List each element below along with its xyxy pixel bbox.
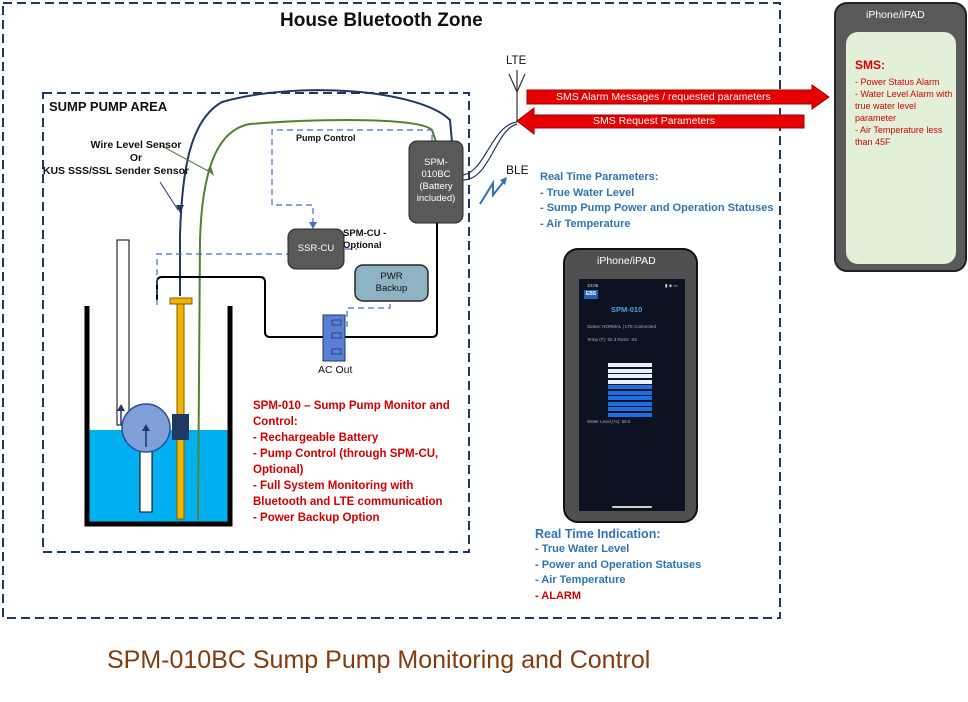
level-bar xyxy=(608,412,652,417)
pump-power-cord xyxy=(156,276,323,338)
level-bar xyxy=(608,407,652,411)
level-sensor-rod xyxy=(176,303,185,520)
sms-title: SMS: xyxy=(855,58,885,72)
list-item: - True Water Level xyxy=(540,186,635,199)
sms-request-arrow-text: SMS Request Parameters xyxy=(593,115,715,127)
screen-status: Status: NORMAL | LTE Connected xyxy=(587,324,656,329)
app-phone-header: iPhone/iPAD xyxy=(597,255,656,267)
level-bar xyxy=(608,379,652,384)
pump-control-line xyxy=(271,129,433,224)
spm-device-label: SPM-010BC (Battery included) xyxy=(416,157,456,204)
sms-list: - Power Status Alarm - Water Level Alarm… xyxy=(855,76,955,148)
sensor-label: Wire Level Sensor Or KUS SSS/SSL Sender … xyxy=(42,139,190,177)
list-item: - Water Level Alarm with true water leve… xyxy=(855,89,953,123)
sms-alarm-arrow-text: SMS Alarm Messages / requested parameter… xyxy=(556,91,771,103)
pwr-backup-label: PWR Backup xyxy=(375,271,408,294)
spm-description: SPM-010 – Sump Pump Monitor and Control:… xyxy=(253,398,468,526)
footer-title: SPM-010BC Sump Pump Monitoring and Contr… xyxy=(107,646,651,674)
spm-power-cord xyxy=(345,222,438,338)
sensor-wire xyxy=(179,89,453,296)
screen-time: 10:06 xyxy=(587,283,599,288)
list-item: - Sump Pump Power and Operation Statuses xyxy=(540,202,774,215)
list-item: - Pump Control (through SPM-CU, Optional… xyxy=(253,448,439,476)
lte-antenna-icon xyxy=(508,70,526,122)
alarm-item: - ALARM xyxy=(535,589,582,602)
sms-phone-header: iPhone/iPAD xyxy=(866,9,925,21)
level-bar xyxy=(608,401,652,406)
ble-label: BLE xyxy=(506,163,529,177)
screen-title: SPM-010 xyxy=(611,305,643,314)
sump-pit xyxy=(84,306,233,527)
sms-phone-screen xyxy=(846,32,956,264)
ac-out-label: AC Out xyxy=(318,364,353,376)
list-item: - Rechargeable Battery xyxy=(253,432,379,444)
list-item: - Air Temperature xyxy=(535,574,626,587)
level-bar xyxy=(608,368,652,373)
realtime-indication: Real Time Indication: - True Water Level… xyxy=(535,526,701,604)
discharge-pipe xyxy=(116,239,130,426)
area-title: SUMP PUMP AREA xyxy=(49,99,168,114)
level-bar xyxy=(608,363,652,367)
screen-temp: Temp (F): 82.3 RSSI: -52 xyxy=(587,337,638,342)
list-item: - Air Temperature xyxy=(540,217,631,230)
lte-label: LTE xyxy=(506,55,527,67)
float-sensor xyxy=(172,414,189,440)
list-item: - Power Backup Option xyxy=(253,512,380,524)
level-bar xyxy=(608,374,652,378)
sump-pump-area-border xyxy=(42,92,470,553)
status-icons: ▮ ◈ ▭ xyxy=(665,283,678,288)
ebs-logo: EBS xyxy=(584,290,598,299)
list-item: - Full System Monitoring with Bluetooth … xyxy=(253,480,443,508)
home-indicator xyxy=(612,506,652,508)
level-bar xyxy=(608,390,652,395)
level-bar xyxy=(608,385,652,389)
bluetooth-signal-icon xyxy=(479,179,506,205)
list-item: - True Water Level xyxy=(535,543,630,555)
app-phone-screen: 10:06 ▮ ◈ ▭ EBS SPM-010 Status: NORMAL |… xyxy=(579,279,685,511)
ssr-cu-label: SSR-CU xyxy=(297,243,335,254)
realtime-parameters: Real Time Parameters: - True Water Level… xyxy=(540,170,773,232)
spm-010bc-device xyxy=(408,140,464,224)
bluetooth-zone-border xyxy=(2,2,781,619)
sms-alarm-arrow xyxy=(526,84,830,110)
sms-request-arrow xyxy=(516,106,805,136)
spm-cu-optional-label: SPM-CU - Optional xyxy=(343,228,387,251)
pwr-backup-device xyxy=(354,264,429,302)
list-item: - Power Status Alarm xyxy=(855,77,940,87)
list-item: - Air Temperature less than 45F xyxy=(855,125,943,147)
pump-control-label: Pump Control xyxy=(296,133,356,143)
level-bar xyxy=(608,396,652,400)
list-item: - Power and Operation Statuses xyxy=(535,558,702,571)
zone-title: House Bluetooth Zone xyxy=(280,10,483,31)
sender-wire xyxy=(197,119,437,521)
ssr-cu-device xyxy=(287,228,345,270)
screen-water-level: Water Level,(%): 59.6 xyxy=(587,419,631,424)
